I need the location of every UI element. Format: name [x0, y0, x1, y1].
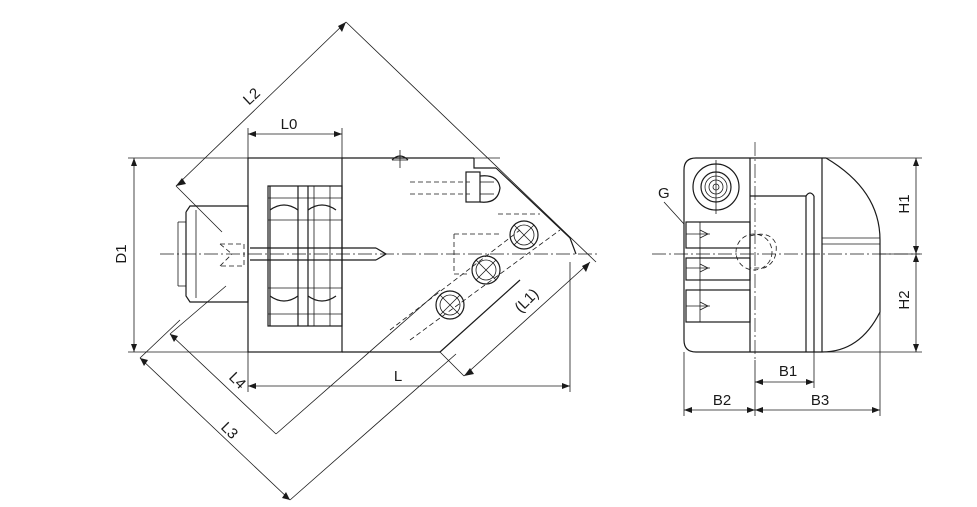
coolant-port [692, 160, 740, 214]
dim-l0: L0 [247, 116, 343, 158]
side-view: L0 L2 D1 L [113, 21, 600, 501]
mounting-holes [435, 220, 539, 320]
label-h1: H1 [896, 194, 913, 213]
dim-l: L [247, 262, 571, 392]
dim-l3: L3 [139, 319, 457, 501]
dim-b1: B1 [754, 352, 815, 388]
label-l3: L3 [217, 419, 241, 443]
label-l1: (L1) [511, 285, 542, 316]
hole-3 [435, 290, 465, 320]
label-l0: L0 [281, 116, 298, 133]
dim-b2: B2 [683, 352, 756, 416]
dim-l1: (L1) [439, 261, 591, 377]
flange [247, 157, 343, 353]
hole-2 [471, 255, 501, 285]
dim-l2: L2 [175, 21, 597, 263]
dim-l4: L4 [169, 285, 441, 435]
label-l: L [394, 368, 402, 385]
label-h2: H2 [896, 290, 913, 309]
label-b3: B3 [811, 392, 829, 409]
dim-h2: H2 [822, 254, 922, 353]
label-b2: B2 [713, 392, 731, 409]
end-view: G H1 H2 B1 [652, 142, 922, 416]
label-b1: B1 [779, 363, 797, 380]
coolant-screw [465, 171, 501, 203]
dim-b3: B3 [755, 312, 881, 416]
label-d1: D1 [113, 244, 130, 263]
dim-h1: H1 [822, 157, 922, 255]
center-pin [250, 247, 388, 261]
housing [342, 150, 577, 353]
hole-1 [509, 220, 539, 250]
clamping-screws [685, 221, 777, 323]
dim-g: G [658, 185, 685, 225]
end-body [683, 157, 881, 353]
label-g: G [658, 185, 670, 202]
dim-d1: D1 [113, 158, 137, 352]
